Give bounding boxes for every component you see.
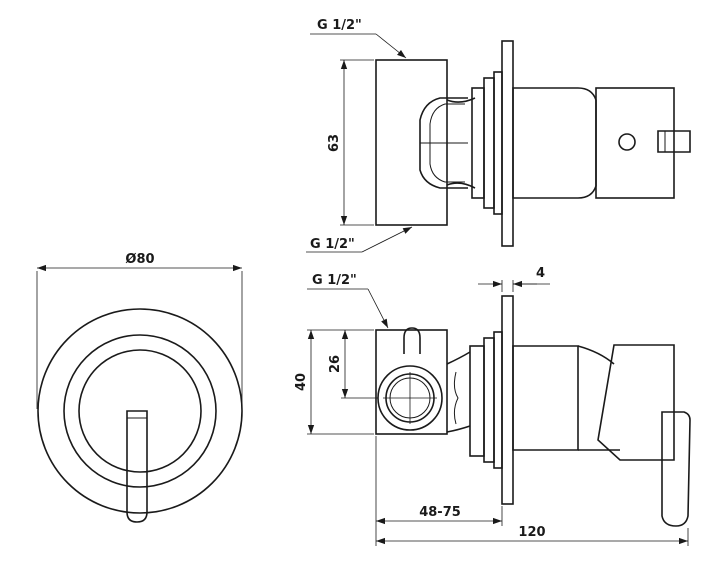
wall-plate <box>501 40 514 247</box>
side-lever <box>661 411 691 527</box>
top-spigot <box>403 327 421 354</box>
lever-handle <box>126 410 148 523</box>
handle-base-circle <box>78 349 202 473</box>
side-neck-detail <box>453 371 459 425</box>
set-screw-hole <box>618 133 636 151</box>
label-diameter: Ø80 <box>125 252 154 267</box>
leader-thread-top <box>375 33 407 59</box>
cover-plate-inner-ring <box>63 334 217 488</box>
label-thread-top: G 1/2" <box>317 18 362 33</box>
front-view: Ø80 <box>36 252 243 523</box>
side-housing <box>512 345 579 451</box>
side-handle-body <box>597 344 675 461</box>
hex-nut-inner <box>429 103 465 183</box>
handle-housing <box>512 87 597 199</box>
side-view: 4 G 1/2" 40 26 48-75 120 <box>294 266 691 546</box>
leader-thread-side <box>367 288 389 329</box>
leader-thread-bottom <box>361 226 413 253</box>
side-flange-1 <box>469 345 485 457</box>
label-120: 120 <box>518 525 545 540</box>
label-thread-bottom: G 1/2" <box>310 237 355 252</box>
label-4: 4 <box>536 266 545 281</box>
label-40: 40 <box>294 373 309 391</box>
cover-plate-outline <box>37 308 243 514</box>
flange-3 <box>493 71 503 215</box>
top-view: 63 G 1/2" G 1/2" <box>306 18 691 253</box>
side-neck <box>446 351 471 433</box>
side-flange-2 <box>483 337 495 463</box>
handle-cap <box>595 87 675 199</box>
flange-1 <box>471 87 485 199</box>
label-48-75: 48-75 <box>419 505 461 520</box>
hex-nut-outer <box>419 97 468 189</box>
label-26: 26 <box>328 355 343 373</box>
side-valve-body <box>375 329 448 435</box>
label-thread-side: G 1/2" <box>312 273 357 288</box>
side-flange-3 <box>493 331 503 469</box>
lever-stub <box>657 130 691 153</box>
label-63: 63 <box>327 134 342 152</box>
side-wall-plate <box>501 295 514 505</box>
flange-2 <box>483 77 495 209</box>
